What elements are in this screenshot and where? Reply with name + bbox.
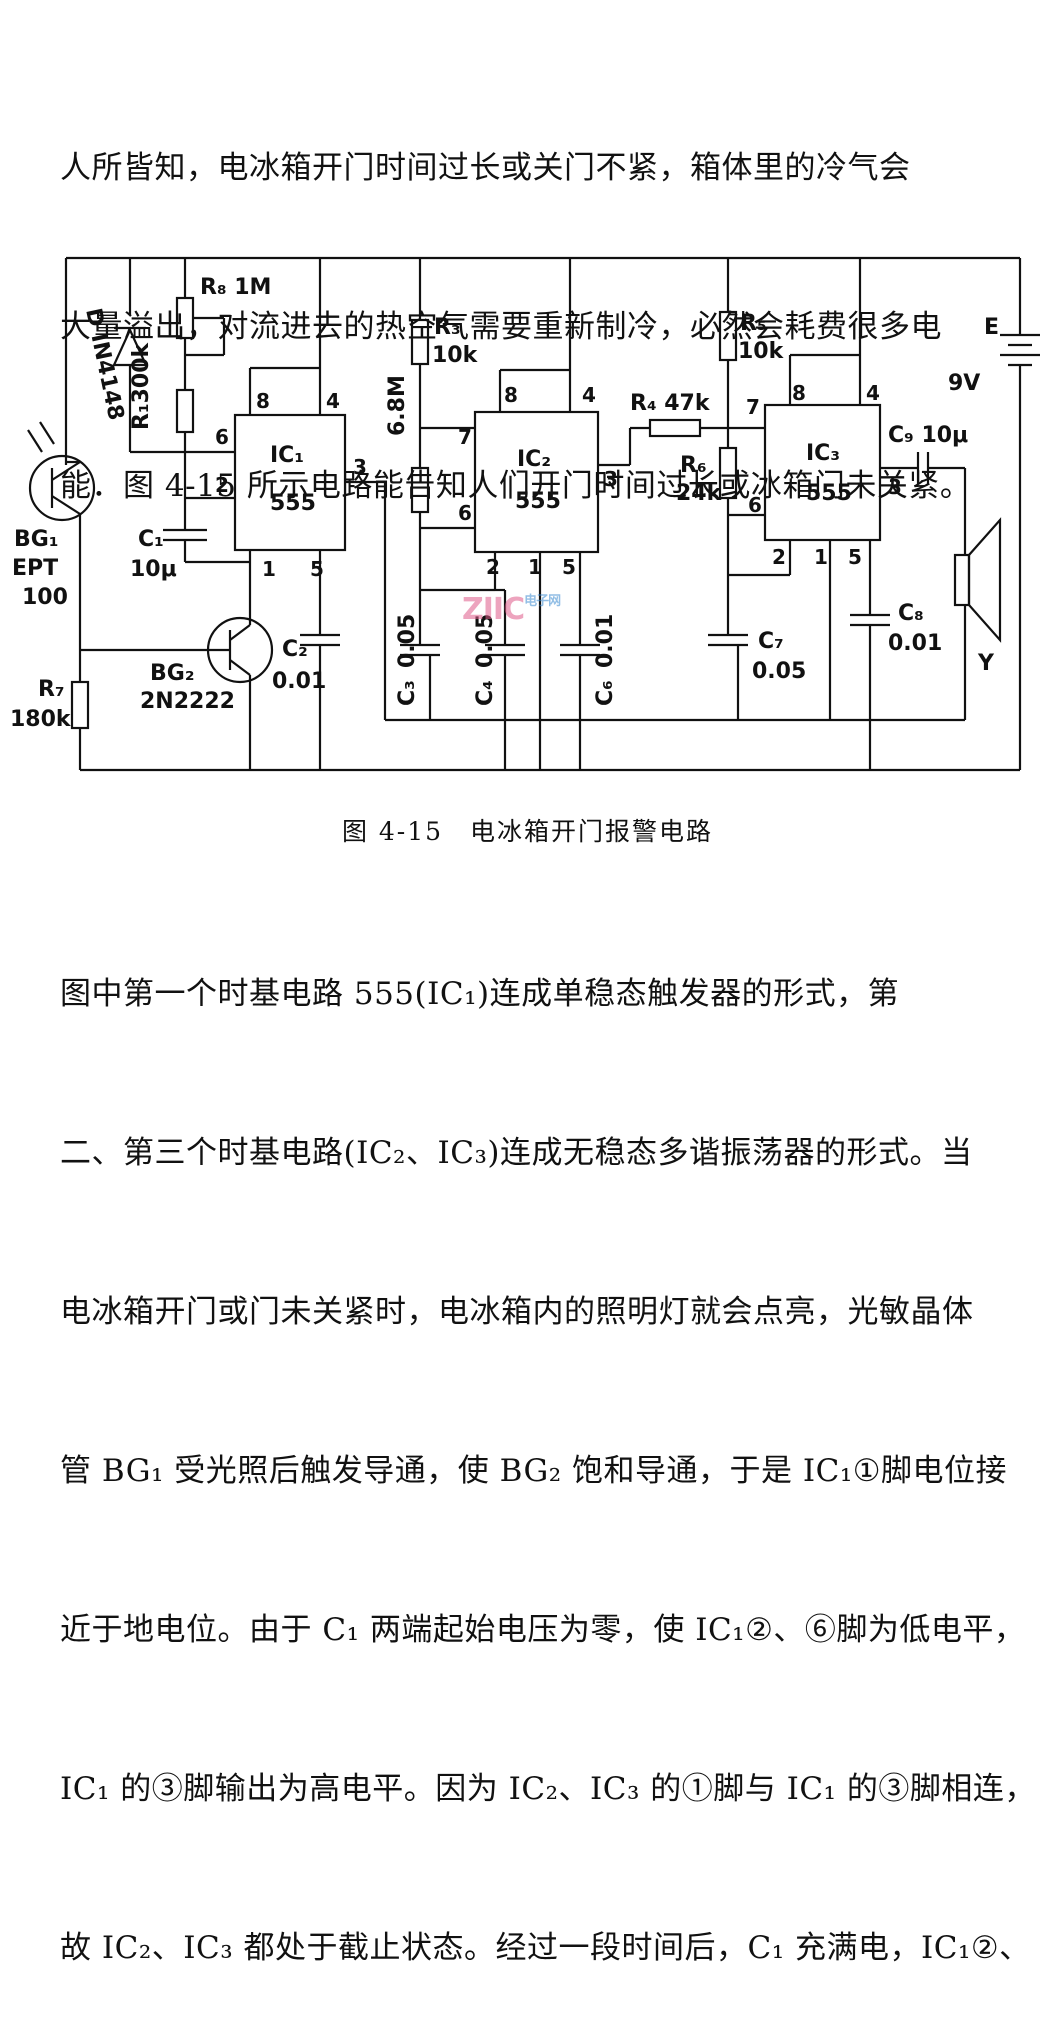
text-line: 电冰箱开门或门未关紧时，电冰箱内的照明灯就会点亮，光敏晶体 (60, 1294, 974, 1330)
ic2-pin: 5 (562, 555, 576, 579)
text-line: 二、第三个时基电路(IC₂、IC₃)连成无稳态多谐振荡器的形式。当 (60, 1135, 973, 1171)
text-line: 故 IC₂、IC₃ 都处于截止状态。经过一段时间后，C₁ 充满电，IC₁②、 (60, 1930, 1031, 1966)
ic2-pin: 7 (458, 425, 472, 449)
bg1-value: 100 (22, 585, 68, 610)
ic2-type: 555 (515, 489, 561, 514)
r6-value: 24k (676, 481, 723, 506)
text-line: IC₁ 的③脚输出为高电平。因为 IC₂、IC₃ 的①脚与 IC₁ 的③脚相连， (60, 1771, 1036, 1807)
ic2-pin: 2 (486, 555, 500, 579)
ic3-pin: 3 (888, 475, 902, 499)
ic1-pin: 4 (326, 389, 340, 413)
battery-label: E (984, 315, 999, 340)
ic2-label: IC₂ (517, 447, 551, 472)
c7-label: C₇ (758, 629, 784, 654)
ic1-pin: 2 (215, 473, 229, 497)
intro-paragraph: 人所皆知，电冰箱开门时间过长或关门不紧，箱体里的冷气会 大量溢出，对流进去的热空… (60, 36, 1000, 566)
ic3-pin: 1 (814, 545, 828, 569)
ic2-pin: 6 (458, 501, 472, 525)
text-line: 人所皆知，电冰箱开门时间过长或关门不紧，箱体里的冷气会 (60, 150, 911, 186)
ic3-pin: 7 (746, 395, 760, 419)
ic1-pin: 8 (256, 389, 270, 413)
ic3-pin: 8 (792, 381, 806, 405)
ic2-pin: 1 (528, 555, 542, 579)
ic2-pin: 4 (582, 383, 596, 407)
c6-value: 0.01 (593, 614, 618, 668)
r8-label: R₈ 1M (200, 275, 271, 300)
battery-voltage: 9V (948, 371, 980, 396)
r5-label: R₅ (740, 311, 767, 336)
ic3-pin: 5 (848, 545, 862, 569)
ic3-pin: 2 (772, 545, 786, 569)
c6-label: C₆ (593, 680, 618, 706)
c8-label: C₈ (898, 601, 924, 626)
ic1-pin: 3 (353, 455, 367, 479)
r1-label: R₁300k (129, 342, 154, 430)
c2-label: C₂ (282, 637, 308, 662)
ic1-pin: 6 (215, 425, 229, 449)
ic3-pin: 6 (748, 493, 762, 517)
c7-value: 0.05 (752, 659, 806, 684)
watermark-logo: ZIIC电子网 (462, 592, 561, 627)
ic2-pin: 8 (504, 383, 518, 407)
c9-label: C₉ 10μ (888, 423, 968, 448)
bg1-type: EPT (12, 556, 58, 581)
c1-label: C₁ (138, 527, 164, 552)
text-line: 管 BG₁ 受光照后触发导通，使 BG₂ 饱和导通，于是 IC₁①脚电位接 (60, 1453, 1008, 1489)
c1-value: 10μ (130, 557, 177, 582)
text-line: 近于地电位。由于 C₁ 两端起始电压为零，使 IC₁②、⑥脚为低电平， (60, 1612, 1026, 1648)
r7-value: 180k (10, 707, 72, 732)
c4-value: 0.05 (473, 614, 498, 668)
r3-value: 10k (432, 343, 479, 368)
bg1-label: BG₁ (14, 527, 58, 552)
bg2-label: BG₂ (150, 661, 194, 686)
ic1-pin: 1 (262, 557, 276, 581)
r4-label: R₄ 47k (630, 391, 711, 416)
r3-label: R₃ (434, 315, 461, 340)
ic3-pin: 4 (866, 381, 880, 405)
c3-value: 0.05 (395, 614, 420, 668)
circuit-diagram: R₈ 1M D IN4148 R₁300k BG₁ EPT 100 C₁ 10μ… (10, 256, 1040, 772)
c3-label: C₃ (395, 680, 420, 706)
c2-value: 0.01 (272, 669, 326, 694)
r2-value: 6.8M (385, 375, 410, 436)
c8-value: 0.01 (888, 631, 942, 656)
ic1-pin: 5 (310, 557, 324, 581)
r7-label: R₇ (38, 677, 65, 702)
ic1-label: IC₁ (270, 443, 304, 468)
text-line: 大量溢出，对流进去的热空气需要重新制冷，必然会耗费很多电 (60, 309, 942, 345)
r6-label: R₆ (680, 453, 707, 478)
bg2-type: 2N2222 (140, 689, 235, 714)
body-paragraph: 图中第一个时基电路 555(IC₁)连成单稳态触发器的形式，第 二、第三个时基电… (60, 862, 1036, 2028)
ic1-type: 555 (270, 491, 316, 516)
ic2-pin: 3 (604, 467, 618, 491)
r5-value: 10k (738, 339, 785, 364)
ic3-label: IC₃ (806, 441, 840, 466)
figure-caption: 图 4-15 电冰箱开门报警电路 (341, 817, 714, 846)
text-line: 图中第一个时基电路 555(IC₁)连成单稳态触发器的形式，第 (60, 976, 900, 1012)
c4-label: C₄ (473, 680, 498, 706)
speaker-label: Y (977, 651, 995, 676)
ic3-type: 555 (806, 481, 852, 506)
